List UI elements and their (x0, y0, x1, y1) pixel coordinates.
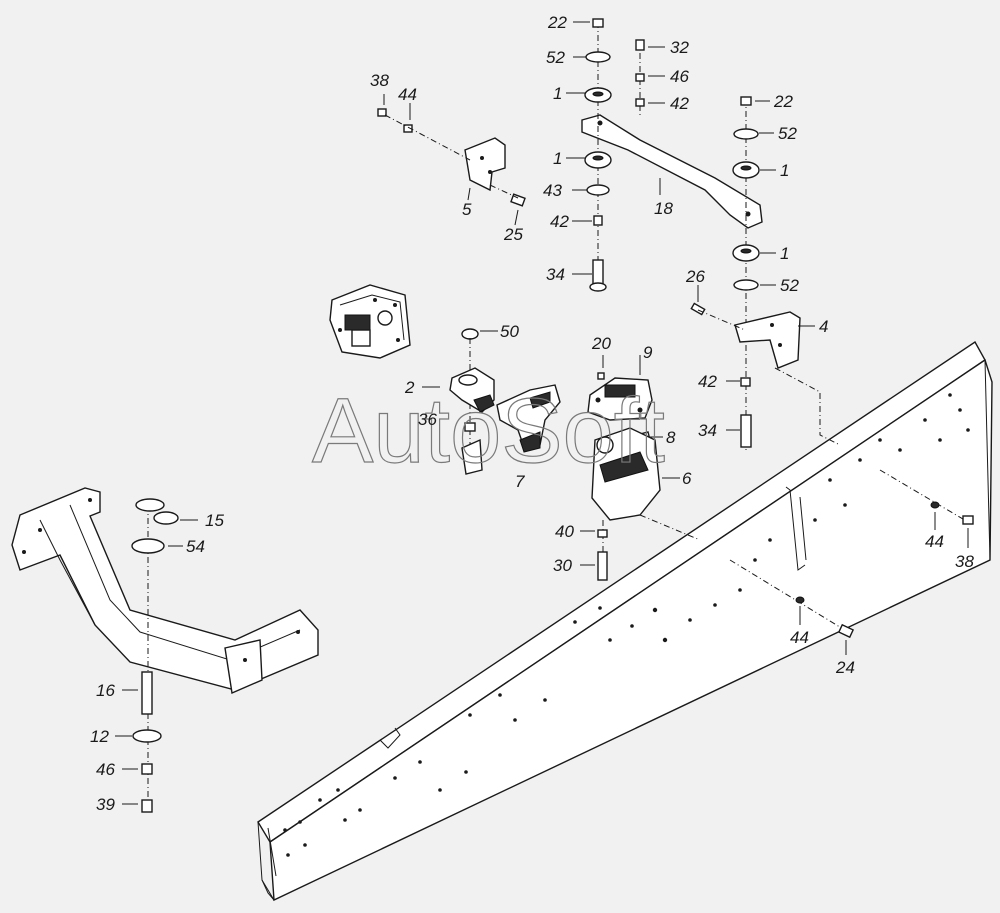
callout-38-rear: 38 (955, 552, 974, 571)
callout-18: 18 (654, 199, 673, 218)
callout-7: 7 (515, 472, 525, 491)
crossmember-fasteners (131, 498, 179, 813)
callout-34-top: 34 (546, 265, 565, 284)
callout-labels: 22 52 1 1 43 42 34 32 46 42 18 22 52 1 1… (90, 13, 974, 814)
callout-44-top: 44 (398, 85, 417, 104)
valve-9 (587, 372, 653, 421)
callout-46-top: 46 (670, 67, 689, 86)
watermark-text: AutoSoft (312, 380, 665, 482)
callout-52-right-lower: 52 (780, 276, 799, 295)
callout-34-right: 34 (698, 421, 717, 440)
bracket-5 (377, 108, 526, 207)
rear-fasteners (729, 469, 974, 639)
mount-stack-center (635, 39, 645, 115)
callout-15: 15 (205, 511, 224, 530)
bracket-7 (496, 384, 561, 453)
callout-20: 20 (591, 334, 611, 353)
mount-stack-right (732, 96, 760, 450)
callout-42-center: 42 (670, 94, 689, 113)
callout-1-right-upper: 1 (780, 161, 789, 180)
callout-26: 26 (685, 267, 705, 286)
callout-43: 43 (543, 181, 562, 200)
callout-12: 12 (90, 727, 109, 746)
callout-22-top: 22 (547, 13, 567, 32)
frame-rail-holes (283, 393, 970, 857)
leader-lines (115, 21, 969, 805)
callout-25: 25 (503, 225, 523, 244)
callout-32: 32 (670, 38, 689, 57)
callout-36: 36 (418, 410, 437, 429)
callout-42-right: 42 (698, 372, 717, 391)
callout-4: 4 (819, 317, 828, 336)
callout-5: 5 (462, 200, 472, 219)
callout-22-right: 22 (773, 92, 793, 111)
callout-52-right: 52 (778, 124, 797, 143)
callout-38-top: 38 (370, 71, 389, 90)
callout-46-bottom: 46 (96, 760, 115, 779)
callout-9: 9 (643, 343, 653, 362)
bracket-6 (591, 427, 701, 581)
callout-42-left: 42 (550, 212, 569, 231)
callout-50: 50 (500, 322, 519, 341)
front-crossmember (11, 487, 319, 695)
callout-1-right-lower: 1 (780, 244, 789, 263)
callout-44-mid: 44 (790, 628, 809, 647)
callout-40: 40 (555, 522, 574, 541)
bracket-4 (690, 302, 841, 446)
callout-16: 16 (96, 681, 115, 700)
callout-44-rear: 44 (925, 532, 944, 551)
callout-1-upper: 1 (553, 84, 562, 103)
callout-39: 39 (96, 795, 115, 814)
valve-assembly (329, 284, 411, 359)
callout-6: 6 (682, 469, 692, 488)
callout-24: 24 (835, 658, 855, 677)
callout-52-top: 52 (546, 48, 565, 67)
frame-side-member (257, 340, 993, 902)
callout-1-lower: 1 (553, 149, 562, 168)
callout-54: 54 (186, 537, 205, 556)
strap-bracket-18 (581, 114, 763, 229)
mount-stack-left (584, 18, 612, 292)
bracket-2 (449, 328, 495, 475)
callout-8: 8 (666, 428, 676, 447)
callout-30: 30 (553, 556, 572, 575)
callout-2: 2 (404, 378, 415, 397)
